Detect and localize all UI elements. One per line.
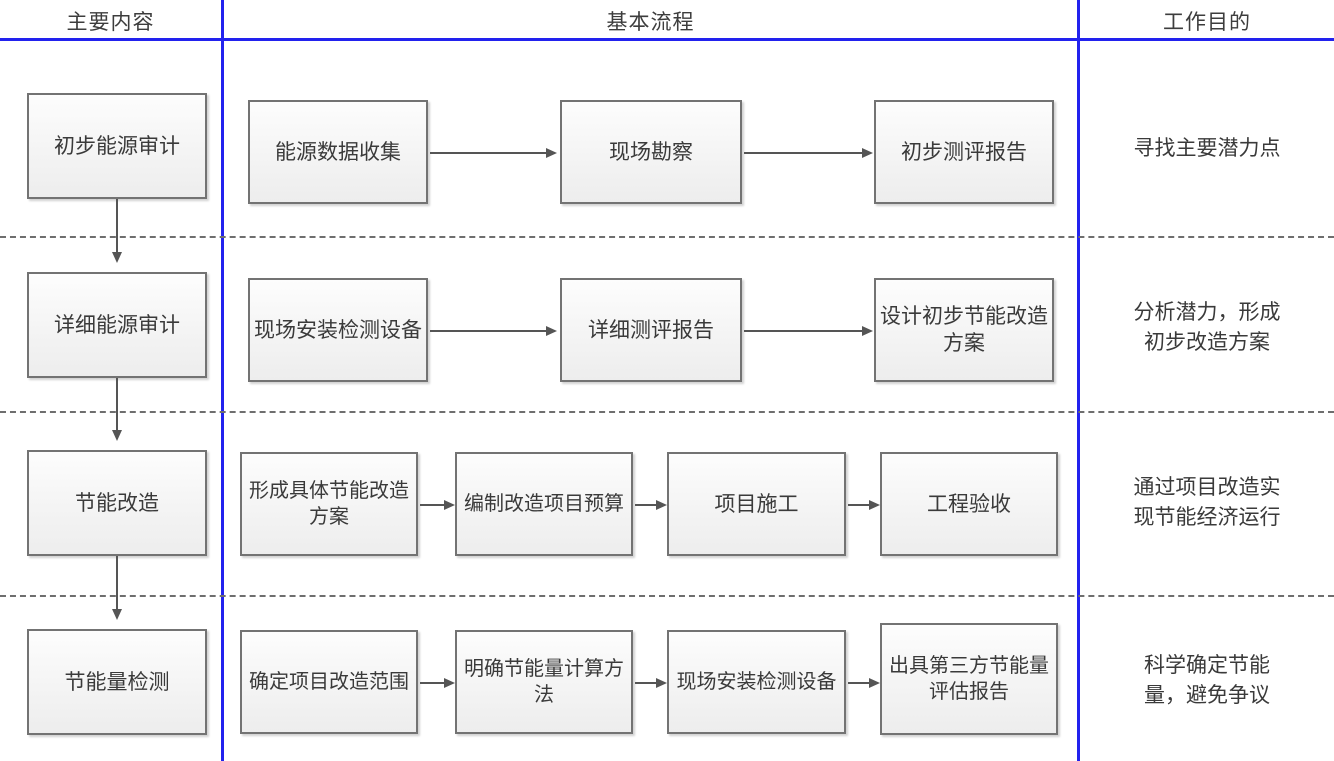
step-box-r2-c2-label: 详细测评报告 (588, 317, 714, 342)
step-arrow-r1-1 (430, 148, 557, 158)
step-arrow-r4-1 (420, 678, 455, 688)
row-divider-2 (0, 411, 1334, 413)
step-arrow-r3-1 (420, 500, 455, 510)
stage-box-1[interactable]: 初步能源审计 (27, 93, 207, 199)
stage-box-4[interactable]: 节能量检测 (27, 629, 207, 735)
purpose-line: 量，避免争议 (1144, 683, 1270, 708)
header-divider-line (0, 38, 1334, 41)
step-box-r3-c2[interactable]: 编制改造项目预算 (455, 452, 633, 556)
column-header-basic-process: 基本流程 (606, 10, 695, 34)
stage-connector-1-2 (112, 199, 122, 263)
purpose-line: 寻找主要潜力点 (1133, 136, 1281, 160)
step-box-r3-c3[interactable]: 项目施工 (667, 452, 846, 556)
step-box-r1-c1-label: 能源数据收集 (275, 139, 401, 164)
stage-box-3-label: 节能改造 (75, 490, 159, 515)
step-box-r2-c3[interactable]: 设计初步节能改造方案 (874, 278, 1054, 382)
stage-box-3[interactable]: 节能改造 (27, 450, 207, 556)
step-arrow-r3-2 (635, 500, 667, 510)
column-header-work-purpose: 工作目的 (1163, 10, 1251, 34)
purpose-text-1: 寻找主要潜力点 (1082, 133, 1332, 163)
stage-box-4-label: 节能量检测 (64, 669, 170, 694)
step-arrow-r3-3 (848, 500, 880, 510)
step-box-r3-c1[interactable]: 形成具体节能改造方案 (240, 452, 418, 556)
purpose-line: 现节能经济运行 (1133, 505, 1281, 530)
step-box-r4-c4[interactable]: 出具第三方节能量评估报告 (880, 623, 1058, 735)
column-divider-right (1077, 0, 1080, 761)
row-divider-1 (0, 236, 1334, 238)
stage-box-1-label: 初步能源审计 (54, 133, 180, 158)
stage-connector-2-3 (112, 378, 122, 441)
purpose-text-3: 通过项目改造实 现节能经济运行 (1082, 472, 1332, 533)
stage-box-2-label: 详细能源审计 (54, 312, 180, 337)
step-box-r2-c1-label: 现场安装检测设备 (254, 317, 422, 342)
step-box-r3-c1-label: 形成具体节能改造方案 (249, 478, 409, 528)
step-box-r1-c2-label: 现场勘察 (609, 139, 693, 164)
step-arrow-r4-3 (848, 678, 880, 688)
column-divider-left (221, 0, 224, 761)
step-box-r4-c1[interactable]: 确定项目改造范围 (240, 630, 418, 734)
step-box-r1-c3[interactable]: 初步测评报告 (874, 100, 1054, 204)
column-header-main-content: 主要内容 (66, 10, 155, 34)
step-arrow-r4-2 (635, 678, 667, 688)
step-box-r1-c2[interactable]: 现场勘察 (560, 100, 742, 204)
step-box-r4-c3[interactable]: 现场安装检测设备 (667, 630, 846, 734)
step-arrow-r2-1 (430, 326, 557, 336)
stage-connector-3-4 (112, 556, 122, 620)
step-box-r2-c2[interactable]: 详细测评报告 (560, 278, 742, 382)
step-box-r4-c2[interactable]: 明确节能量计算方法 (455, 630, 633, 734)
step-box-r2-c3-label: 设计初步节能改造方案 (880, 304, 1048, 355)
step-box-r4-c2-label: 明确节能量计算方法 (464, 656, 624, 706)
step-box-r1-c1[interactable]: 能源数据收集 (248, 100, 428, 204)
step-box-r3-c3-label: 项目施工 (714, 491, 799, 516)
stage-box-2[interactable]: 详细能源审计 (27, 272, 207, 378)
step-box-r4-c1-label: 确定项目改造范围 (249, 669, 409, 694)
purpose-line: 科学确定节能 (1144, 653, 1270, 677)
purpose-line: 通过项目改造实 (1133, 475, 1281, 499)
step-box-r2-c1[interactable]: 现场安装检测设备 (248, 278, 428, 382)
step-box-r4-c3-label: 现场安装检测设备 (676, 669, 837, 694)
step-box-r1-c3-label: 初步测评报告 (901, 139, 1027, 164)
purpose-text-2: 分析潜力，形成 初步改造方案 (1082, 297, 1332, 358)
step-arrow-r2-2 (744, 326, 873, 336)
purpose-line: 分析潜力，形成 (1133, 300, 1281, 324)
step-box-r4-c4-label: 出具第三方节能量评估报告 (889, 653, 1049, 703)
purpose-line: 初步改造方案 (1144, 330, 1270, 355)
purpose-text-4: 科学确定节能 量，避免争议 (1082, 650, 1332, 711)
step-box-r3-c4[interactable]: 工程验收 (880, 452, 1058, 556)
row-divider-3 (0, 595, 1334, 597)
step-arrow-r1-2 (744, 148, 873, 158)
step-box-r3-c4-label: 工程验收 (927, 491, 1011, 516)
step-box-r3-c2-label: 编制改造项目预算 (464, 491, 624, 516)
